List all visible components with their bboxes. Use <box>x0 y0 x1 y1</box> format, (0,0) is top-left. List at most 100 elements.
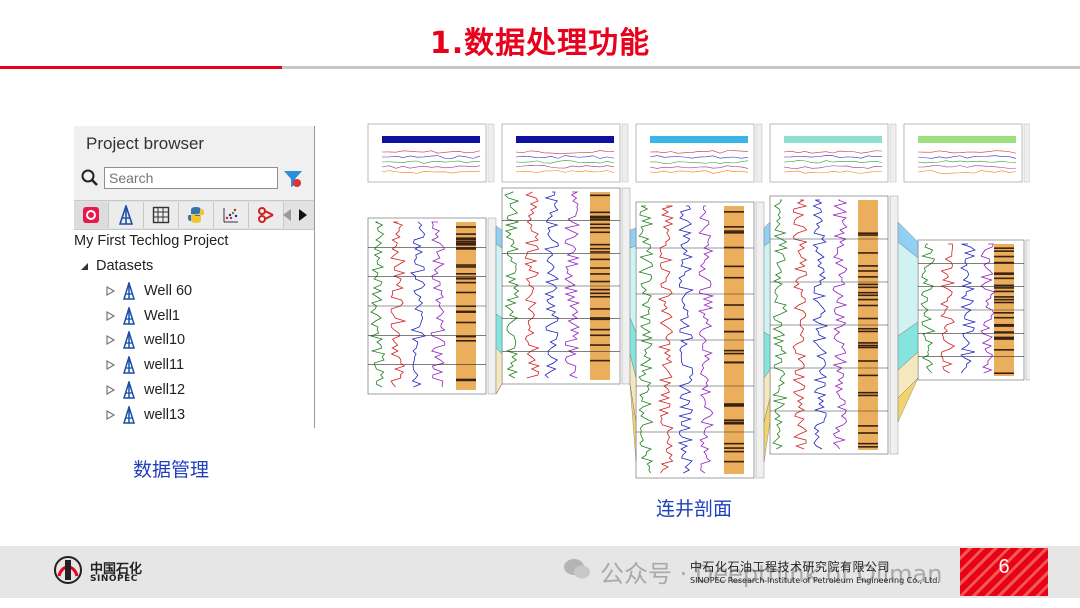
lithology-layer <box>724 330 744 333</box>
table-tab-button[interactable] <box>144 202 179 228</box>
lithology-layer <box>590 273 610 275</box>
lithology-layer <box>994 336 1014 339</box>
well-label: Well 60 <box>144 283 193 299</box>
watermark-text: 公众号 · Deepthink of Oilman <box>600 560 943 588</box>
well-item[interactable]: Well1 <box>104 304 180 328</box>
caption-data-management: 数据管理 <box>133 459 210 481</box>
lithology-layer <box>724 422 744 425</box>
well-label: Well1 <box>144 307 180 324</box>
lithology-layer <box>724 442 744 445</box>
wells-tab-button[interactable] <box>109 202 144 228</box>
title-rule <box>0 66 1080 69</box>
lithology-layer <box>724 226 744 228</box>
lithology-layer <box>994 247 1014 249</box>
well-label: well11 <box>144 357 185 374</box>
project-name[interactable]: My First Techlog Project <box>74 230 314 253</box>
workflow-tab-button[interactable] <box>249 202 284 228</box>
lithology-layer <box>858 432 878 434</box>
lithology-layer <box>994 250 1014 252</box>
scatter-plot-icon <box>223 208 238 223</box>
lithology-layer <box>456 237 476 239</box>
collapsed-triangle-icon[interactable] <box>104 310 116 322</box>
depth-scale <box>755 123 763 183</box>
well-icon <box>122 405 136 424</box>
project-browser-title: Project browser <box>86 134 205 153</box>
python-icon <box>188 207 204 223</box>
lithology-layer <box>858 283 878 286</box>
toolbar-scroll-left-icon[interactable] <box>280 205 294 225</box>
lithology-layer <box>724 276 744 279</box>
log-curve <box>369 221 386 388</box>
lithology-layer <box>456 291 476 294</box>
collapsed-triangle-icon[interactable] <box>104 334 116 346</box>
lithology-layer <box>456 244 476 246</box>
lithology-layer <box>858 286 878 289</box>
log-curve <box>430 221 446 388</box>
collapsed-triangle-icon[interactable] <box>104 285 116 297</box>
lithology-layer <box>858 270 878 272</box>
header-curve <box>381 150 481 154</box>
datasets-node[interactable]: Datasets <box>78 254 153 278</box>
filter-icon[interactable] <box>282 168 304 190</box>
header-curve <box>917 160 1017 164</box>
collapsed-triangle-icon[interactable] <box>104 384 116 396</box>
lithology-layer <box>724 352 744 355</box>
project-tab-button[interactable] <box>74 202 109 228</box>
header-curve <box>783 160 883 164</box>
correlation-zone <box>495 347 503 395</box>
lithology-layer <box>456 264 476 266</box>
lithology-layer <box>858 342 878 344</box>
header-curve <box>515 165 615 169</box>
well-item[interactable]: well10 <box>104 328 185 352</box>
lithology-layer <box>994 323 1014 326</box>
lithology-layer <box>994 325 1014 327</box>
crossplot-tab-button[interactable] <box>214 202 249 228</box>
python-tab-button[interactable] <box>179 202 214 228</box>
correlation-zone <box>897 241 919 337</box>
lithology-layer <box>994 301 1014 304</box>
lithology-layer <box>724 232 744 234</box>
lithology-layer <box>994 261 1014 264</box>
search-icon[interactable] <box>80 168 100 188</box>
lithology-layer <box>456 240 476 243</box>
well-item[interactable]: well13 <box>104 403 185 427</box>
collapsed-triangle-icon[interactable] <box>104 359 116 371</box>
lithology-layer <box>724 211 744 213</box>
lithology-layer <box>590 295 610 298</box>
lithology-layer <box>590 223 610 226</box>
well-item[interactable]: well12 <box>104 378 185 402</box>
lithology-layer <box>590 328 610 331</box>
lithology-layer <box>724 450 744 453</box>
well-label: well10 <box>144 332 186 349</box>
lithology-layer <box>858 291 878 294</box>
search-input[interactable] <box>104 167 278 189</box>
lithology-layer <box>456 378 476 381</box>
company-name-cn: 中国石化 <box>90 562 143 577</box>
lithology-layer <box>456 238 476 241</box>
footer-bar: 中国石化 SINOPEC 公众号 · Deepthink of Oilman 中… <box>0 546 1080 598</box>
lithology-layer <box>590 258 610 261</box>
well-item[interactable]: well11 <box>104 353 184 377</box>
correlation-zone <box>629 227 637 249</box>
lithology-layer <box>994 290 1014 293</box>
page-number-badge <box>960 548 1048 596</box>
well-item[interactable]: Well 60 <box>104 279 192 303</box>
header-color-band <box>918 136 1016 143</box>
lithology-layer <box>724 304 744 306</box>
header-curve <box>649 160 749 164</box>
lithology-layer <box>456 335 476 338</box>
header-color-band <box>516 136 614 143</box>
header-curve <box>917 165 1017 169</box>
lithology-layer <box>858 265 878 267</box>
collapsed-triangle-icon[interactable] <box>104 409 116 421</box>
expanded-triangle-icon[interactable] <box>78 260 90 272</box>
toolbar-scroll-right-icon[interactable] <box>296 205 310 225</box>
lithology-layer <box>994 277 1014 280</box>
lithology-layer <box>590 247 610 250</box>
well-icon <box>122 331 136 350</box>
lithology-layer <box>590 194 610 197</box>
track-header <box>501 123 621 183</box>
well-icon <box>122 380 136 399</box>
lithology-layer <box>724 404 744 406</box>
header-color-band <box>382 136 480 143</box>
